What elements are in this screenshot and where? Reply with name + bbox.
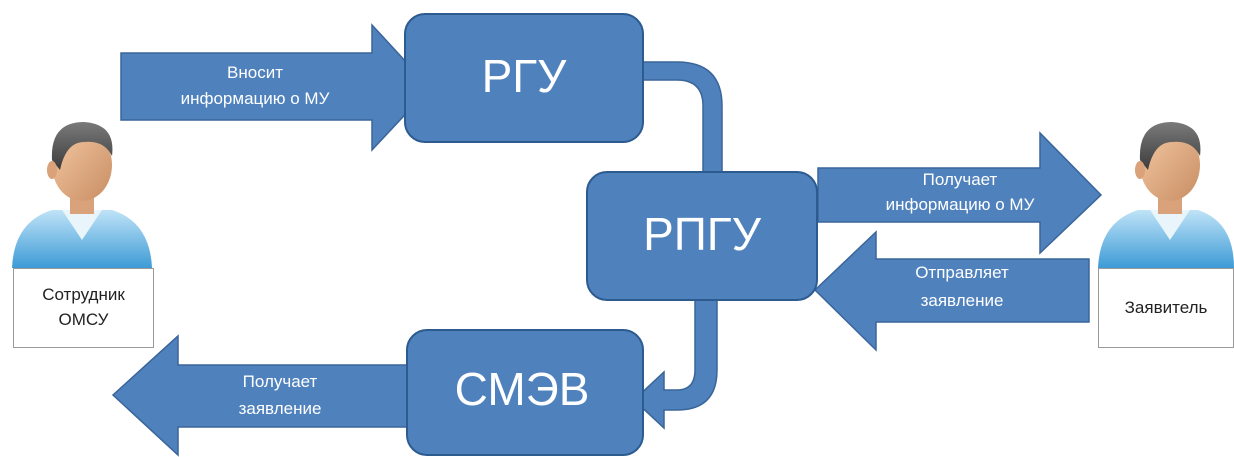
- employee-label-line1: Сотрудник: [42, 285, 125, 305]
- applicant-label: Заявитель: [1098, 268, 1234, 348]
- node-smev-label: СМЭВ: [455, 363, 590, 415]
- employee-person-icon: [12, 122, 152, 268]
- node-smev: СМЭВ: [406, 329, 644, 456]
- arrow-enters-info-line1: Вносит: [227, 63, 283, 82]
- employee-label: Сотрудник ОМСУ: [13, 268, 154, 348]
- node-rgu: РГУ: [404, 13, 644, 143]
- connector-rpgu-to-smev: [632, 299, 718, 430]
- arrow-receives-info-line2: информацию о МУ: [886, 195, 1035, 214]
- arrow-receives-application-line2: заявление: [239, 399, 322, 418]
- node-rgu-label: РГУ: [482, 50, 568, 102]
- arrow-sends-application-line1: Отправляет: [915, 263, 1009, 282]
- arrow-receives-application: Получает заявление: [111, 334, 410, 457]
- arrow-enters-info: Вносит информацию о МУ: [120, 23, 432, 152]
- node-rpgu: РПГУ: [586, 171, 818, 301]
- employee-label-line2: ОМСУ: [58, 310, 109, 329]
- node-rpgu-label: РПГУ: [643, 208, 762, 260]
- arrow-enters-info-line2: информацию о МУ: [181, 89, 330, 108]
- applicant-label-text: Заявитель: [1124, 297, 1208, 317]
- applicant-person-icon: [1098, 122, 1234, 268]
- arrow-receives-info: Получает информацию о МУ: [817, 131, 1103, 255]
- arrow-receives-info-line1: Получает: [923, 170, 998, 189]
- arrow-sends-application-line2: заявление: [921, 291, 1004, 310]
- arrow-sends-application: Отправляет заявление: [813, 230, 1090, 352]
- arrow-receives-application-line1: Получает: [243, 372, 318, 391]
